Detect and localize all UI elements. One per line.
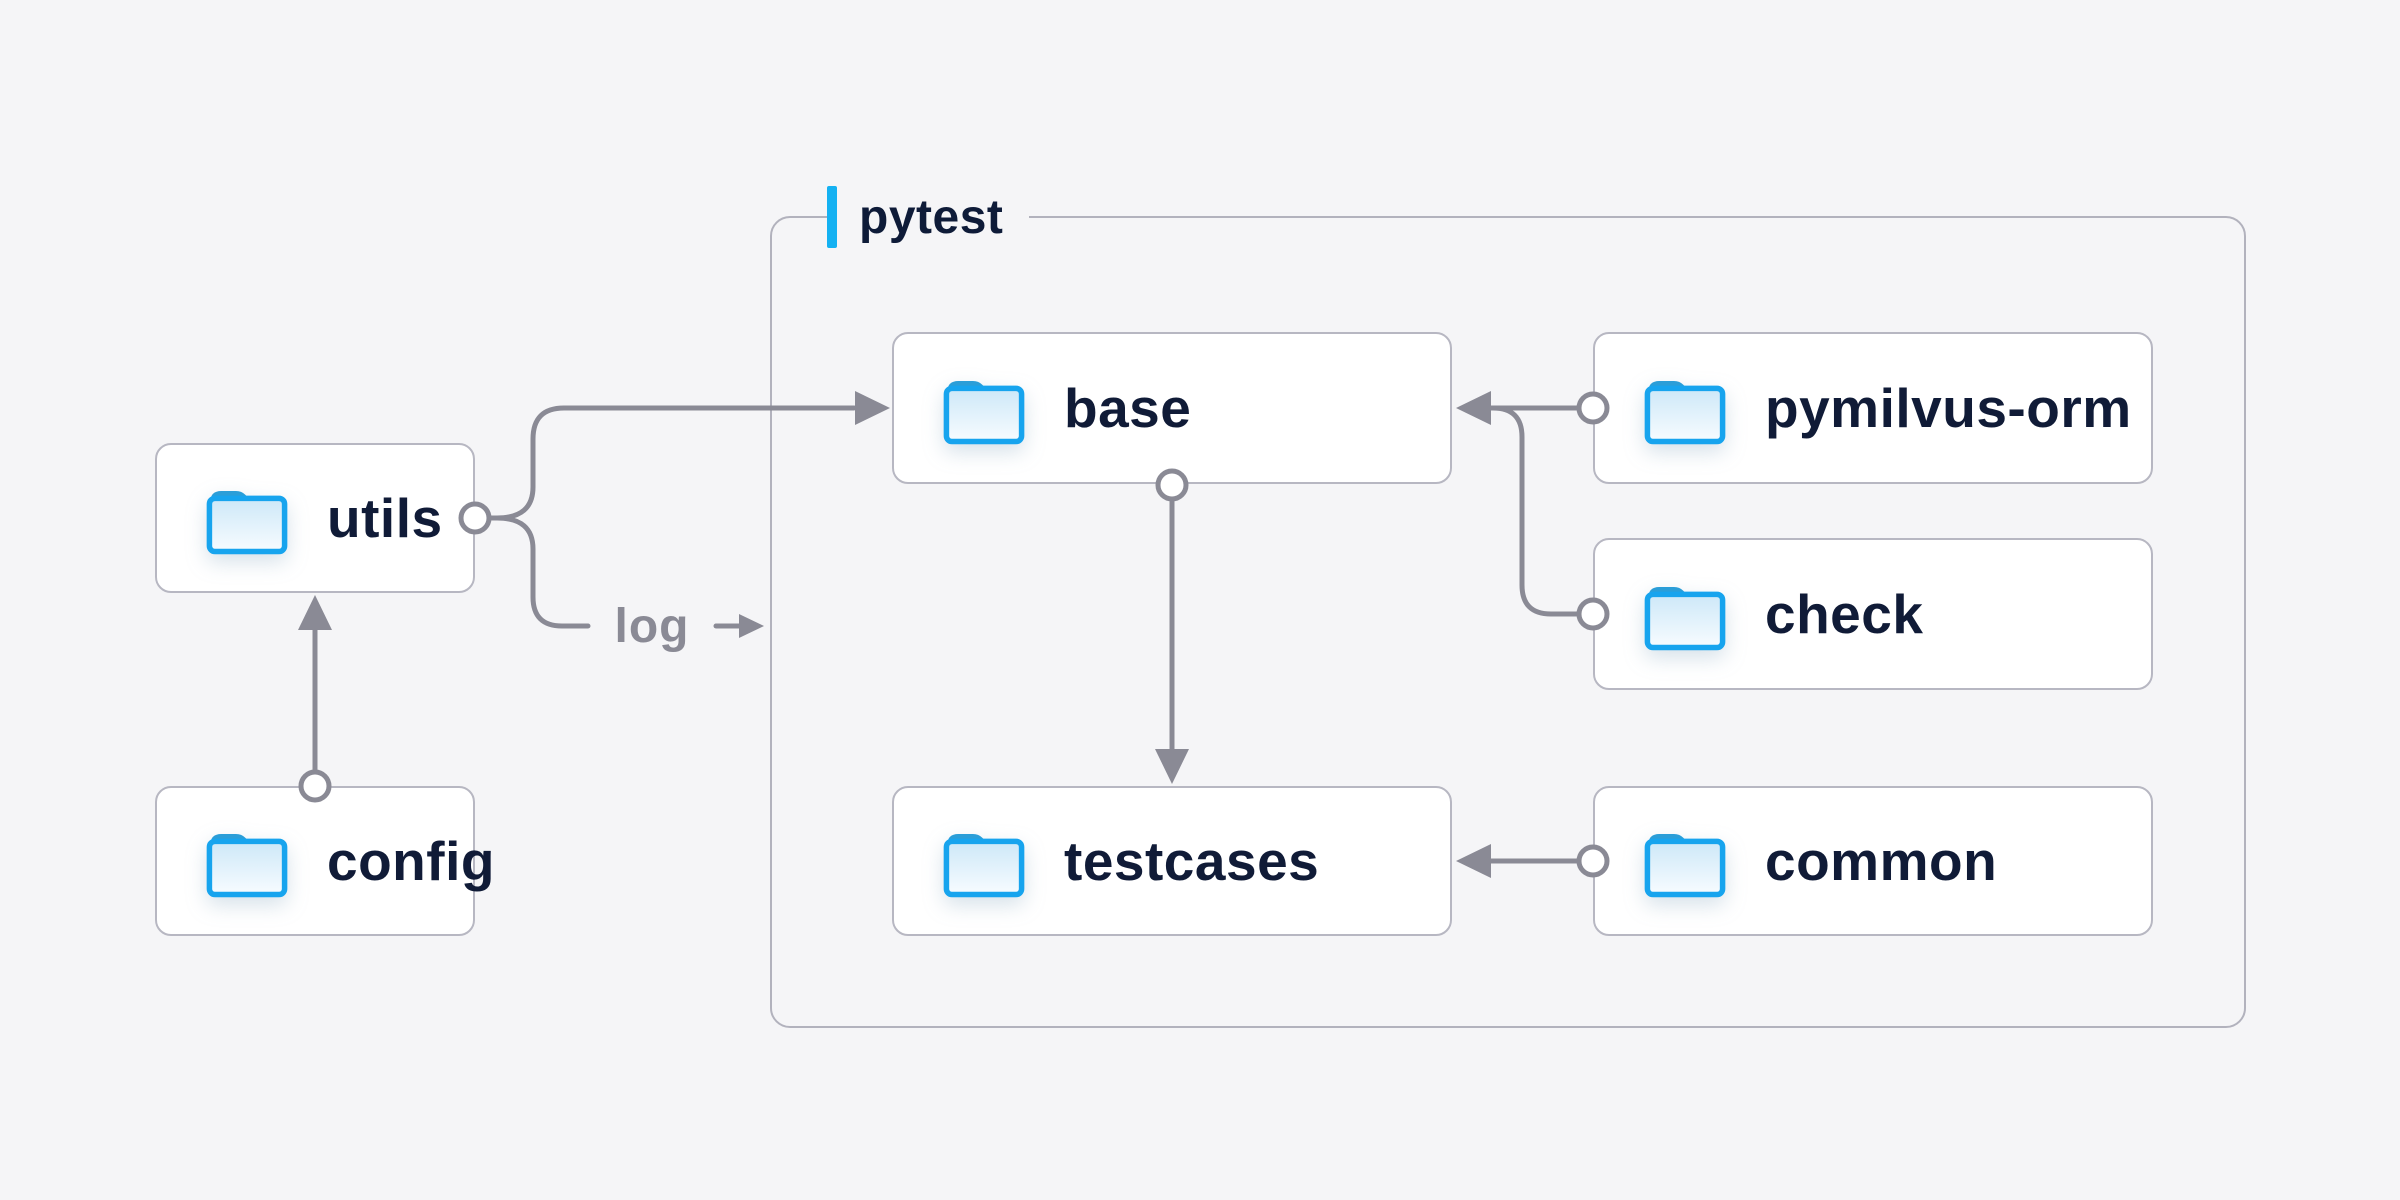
edge-label-log: log <box>614 600 690 653</box>
edge-config-to-utils <box>298 595 332 803</box>
node-label: common <box>1765 830 1998 892</box>
node-label: base <box>1064 377 1192 439</box>
node-label: check <box>1765 583 1924 645</box>
folder-icon <box>1644 380 1726 444</box>
accent-bar <box>827 186 837 248</box>
node-label: pymilvus-orm <box>1765 377 2132 439</box>
node-common: common <box>1593 786 2153 936</box>
folder-icon <box>943 833 1025 897</box>
folder-icon <box>206 833 288 897</box>
node-label: testcases <box>1064 830 1320 892</box>
node-pymilvus-orm: pymilvus-orm <box>1593 332 2153 484</box>
pytest-group: pytest <box>770 186 2246 1028</box>
node-utils: utils <box>155 443 475 593</box>
pytest-group-label: pytest <box>827 186 1030 248</box>
folder-icon <box>1644 586 1726 650</box>
group-title: pytest <box>859 190 1004 244</box>
node-testcases: testcases <box>892 786 1452 936</box>
arrowhead-up <box>298 595 332 630</box>
node-label: utils <box>327 487 443 549</box>
node-check: check <box>1593 538 2153 690</box>
folder-icon <box>943 380 1025 444</box>
arrowhead-right-small <box>739 614 764 638</box>
node-config: config <box>155 786 494 936</box>
node-base: base <box>892 332 1452 484</box>
node-label: config <box>327 830 495 892</box>
folder-icon <box>1644 833 1726 897</box>
folder-icon <box>206 490 288 554</box>
